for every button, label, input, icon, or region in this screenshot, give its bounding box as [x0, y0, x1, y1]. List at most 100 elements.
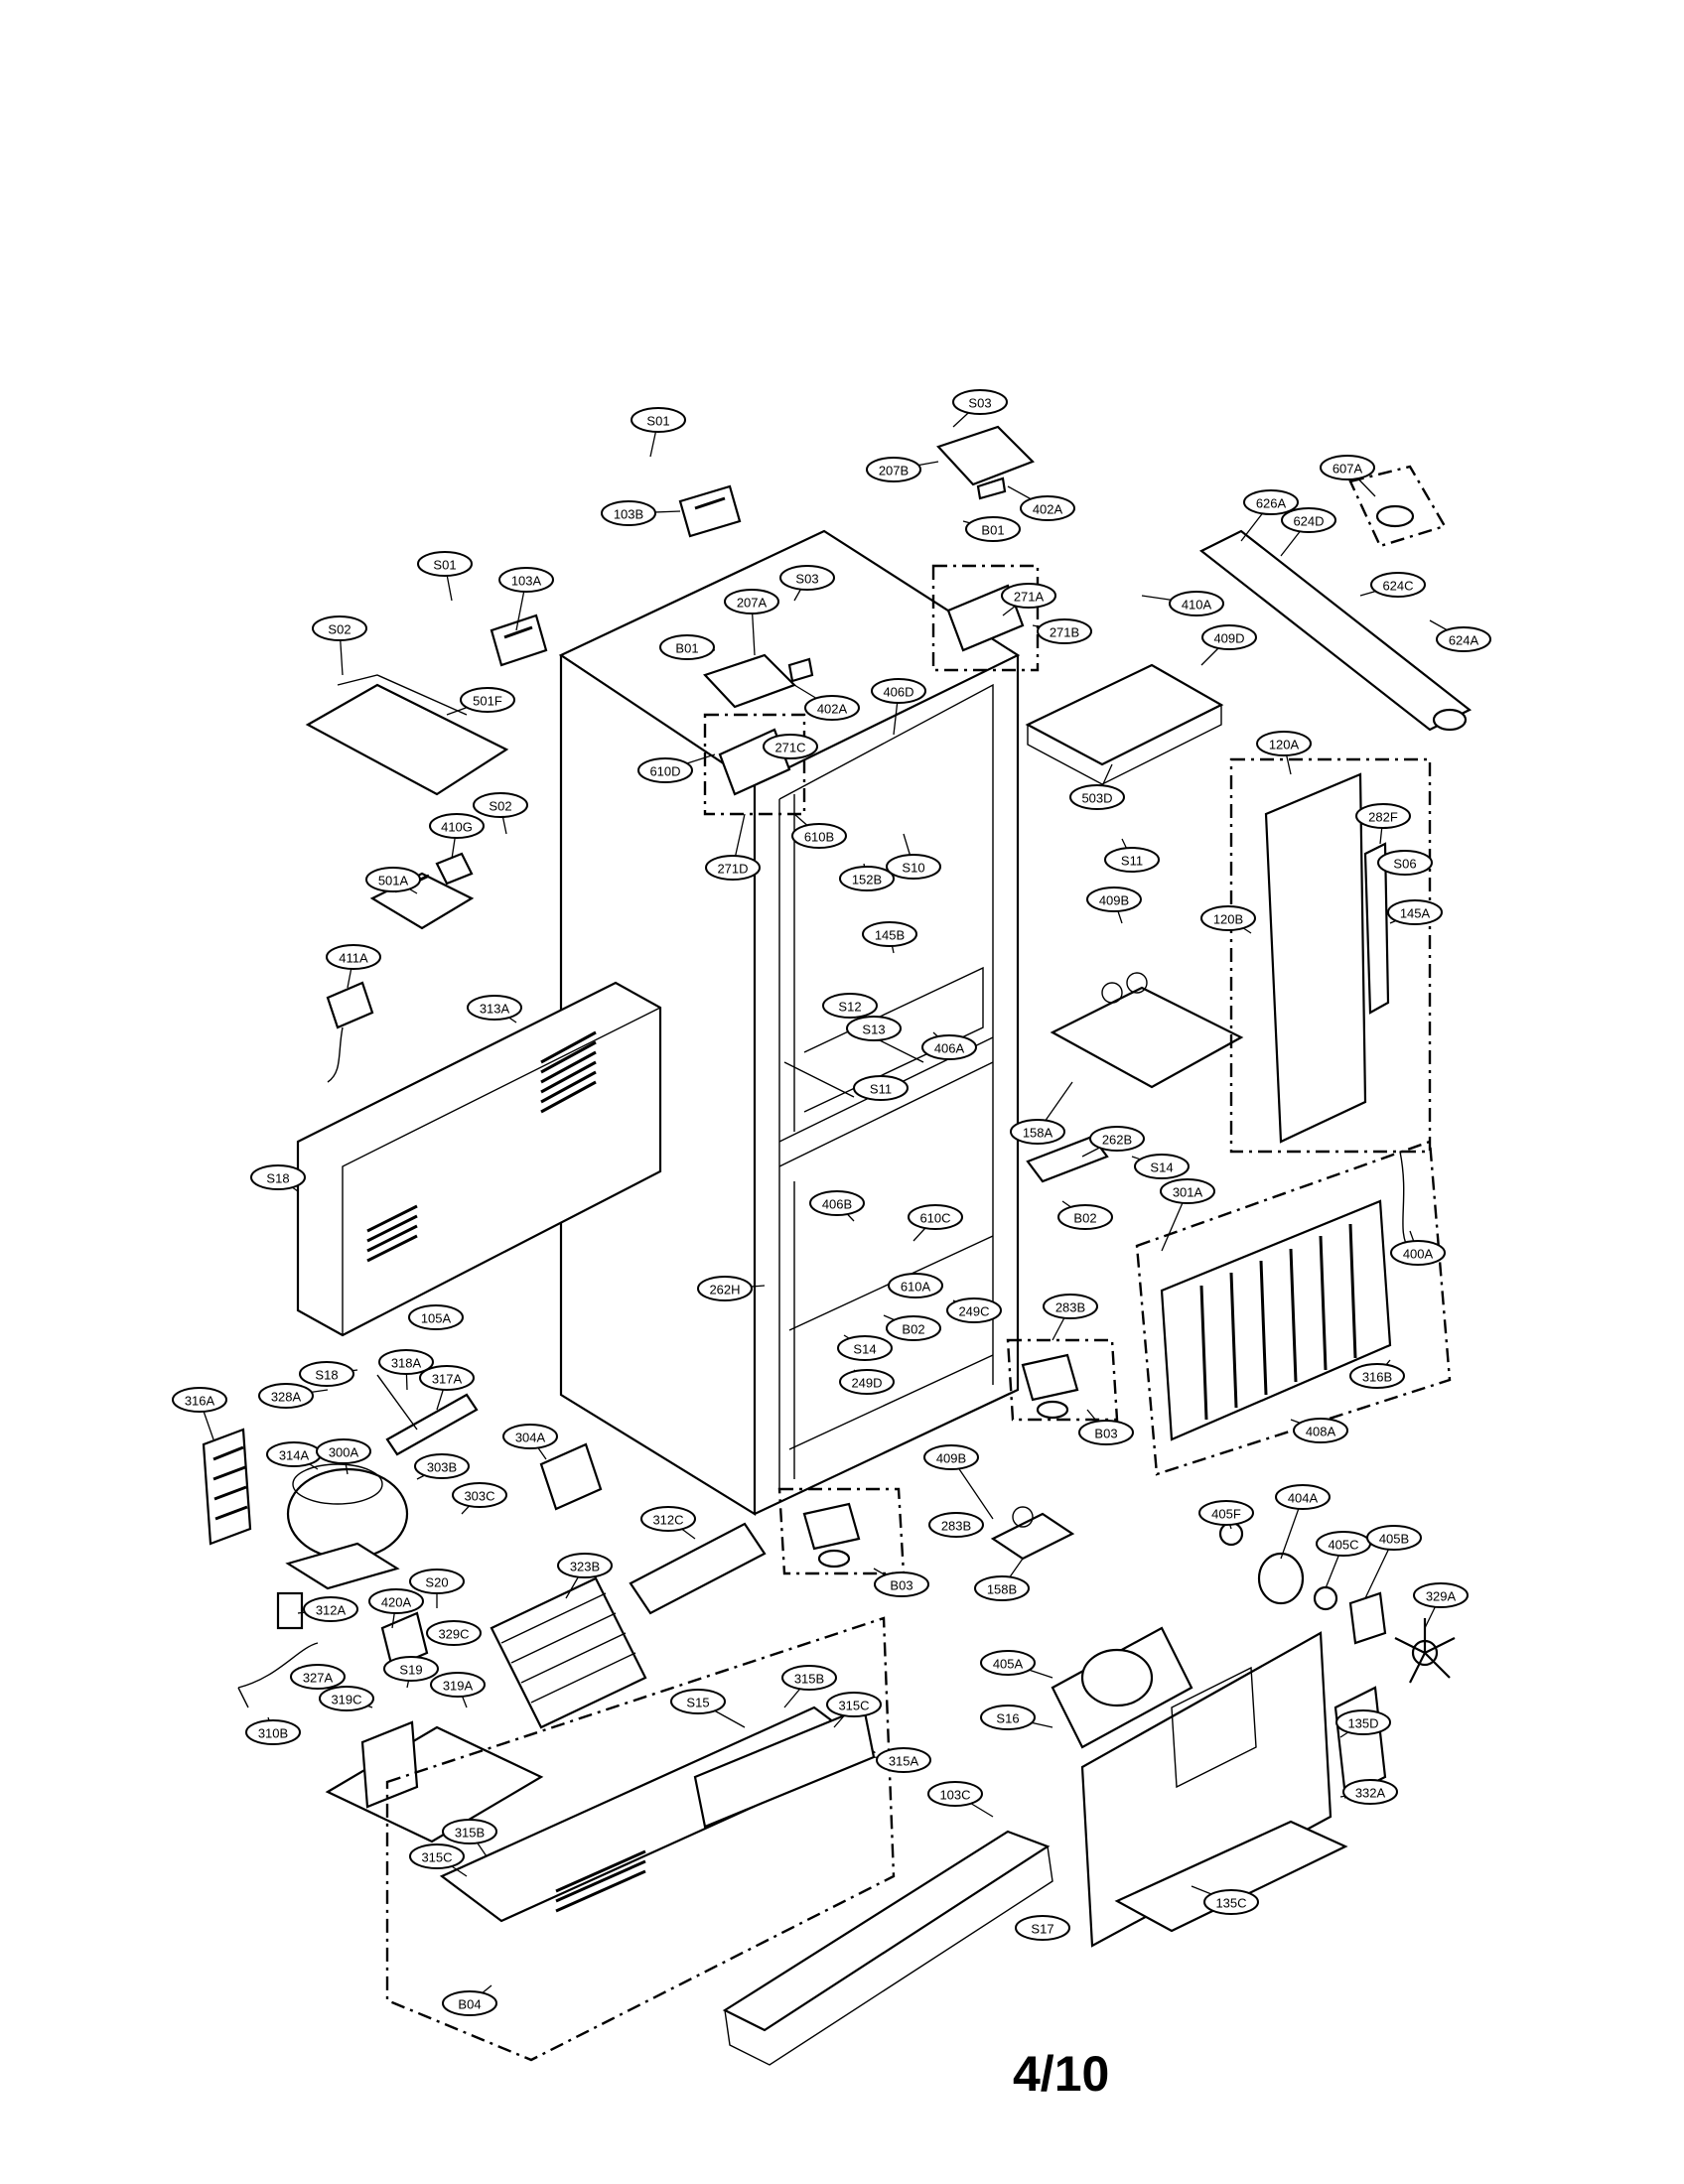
part-607a: [1348, 465, 1447, 548]
part-405f-405c-rings: [1218, 1521, 1338, 1611]
callout-label: S06: [1393, 857, 1416, 872]
callout-label: S02: [489, 799, 511, 814]
part-501f-cover: [305, 674, 509, 796]
callout-label: 400A: [1403, 1247, 1434, 1262]
callout-label: 501A: [378, 874, 409, 888]
callout-label: 318A: [391, 1356, 422, 1371]
callout-label: 120A: [1269, 738, 1300, 752]
callout-bubble: [874, 1571, 929, 1597]
callout-bubble: [1169, 591, 1224, 616]
callout-bubble: [250, 1164, 306, 1190]
callout-bubble: [383, 1656, 439, 1682]
callout-405f: 405F: [1198, 1500, 1254, 1530]
callout-bubble: [763, 734, 818, 759]
callout-bubble: [1020, 495, 1075, 521]
callout-s16: S16: [980, 1705, 1053, 1730]
part-409b-lamp: [990, 1506, 1075, 1561]
part-317a-dryer: [376, 1374, 479, 1456]
callout-label: S20: [425, 1575, 448, 1590]
callout-bubble: [299, 1361, 354, 1387]
callout-bubble: [1387, 899, 1443, 925]
callout-bubble: [826, 1692, 882, 1717]
callout-bubble: [316, 1438, 371, 1464]
callout-103c: 103C: [927, 1781, 994, 1818]
callout-layer: S01103BS03207B402AB01607A626A624D624C624…: [172, 389, 1491, 2016]
callout-bubble: [640, 1506, 696, 1532]
callout-300a: 300A: [316, 1438, 371, 1475]
callout-bubble: [1043, 1294, 1098, 1319]
callout-bubble: [442, 1990, 497, 2016]
callout-label: 607A: [1333, 462, 1363, 477]
callout-label: 624A: [1449, 633, 1479, 648]
callout-bubble: [557, 1553, 613, 1578]
callout-label: 409B: [936, 1451, 966, 1466]
callout-bubble: [928, 1512, 984, 1538]
callout-bubble: [1201, 624, 1257, 650]
callout-s03: S03: [779, 565, 835, 602]
callout-label: 303C: [464, 1489, 494, 1504]
part-135c-drain-cover: [1114, 1820, 1348, 1933]
callout-label: 405A: [993, 1657, 1024, 1672]
callout-label: 405B: [1379, 1532, 1409, 1547]
callout-label: S14: [853, 1342, 876, 1357]
callout-label: 262H: [709, 1283, 740, 1297]
callout-label: 315B: [455, 1826, 485, 1841]
callout-bubble: [1320, 455, 1375, 480]
part-420a-fan-motor: [380, 1611, 429, 1670]
callout-label: S19: [399, 1663, 422, 1678]
callout-label: 103A: [511, 574, 542, 589]
part-207b-hinge: [936, 425, 1035, 500]
callout-label: 282F: [1368, 810, 1398, 825]
callout-bubble: [368, 1588, 424, 1614]
callout-label: 406A: [934, 1041, 965, 1056]
callout-319c: 319C: [319, 1686, 374, 1711]
callout-label: 314A: [279, 1448, 310, 1463]
callout-label: 406B: [822, 1197, 852, 1212]
callout-249d: 249D: [839, 1369, 895, 1395]
callout-bubble: [705, 855, 761, 881]
callout-bubble: [631, 407, 686, 433]
callout-262h: 262H: [697, 1276, 766, 1301]
callout-409b: 409B: [1086, 887, 1142, 924]
callout-bubble: [408, 1304, 464, 1330]
part-316a-grille: [202, 1428, 252, 1546]
callout-label: 408A: [1306, 1425, 1336, 1439]
callout-105a: 105A: [408, 1304, 464, 1330]
callout-bubble: [1089, 1126, 1145, 1152]
callout-317a: 317A: [419, 1365, 475, 1411]
callout-bubble: [442, 1819, 497, 1844]
callout-bubble: [1355, 803, 1411, 829]
callout-bubble: [1243, 489, 1299, 515]
callout-bubble: [1342, 1779, 1398, 1805]
callout-label: 409D: [1213, 631, 1244, 646]
callout-bubble: [1001, 583, 1056, 609]
callout-bubble: [1010, 1119, 1065, 1145]
callout-label: 120B: [1213, 912, 1243, 927]
callout-b01: B01: [659, 634, 716, 660]
callout-626a: 626A: [1240, 489, 1299, 542]
callout-319a: 319A: [430, 1672, 486, 1708]
callout-624c: 624C: [1359, 572, 1426, 598]
callout-label: 610A: [901, 1280, 931, 1295]
callout-label: 145A: [1400, 906, 1431, 921]
callout-b01: B01: [962, 516, 1021, 542]
callout-bubble: [1134, 1154, 1190, 1179]
callout-label: 249D: [851, 1376, 882, 1391]
callout-283b: 283B: [1043, 1294, 1098, 1341]
callout-label: 152B: [852, 873, 882, 887]
callout-label: 303B: [427, 1460, 457, 1475]
callout-label: 103C: [939, 1788, 970, 1803]
callout-318a: 318A: [378, 1349, 434, 1391]
callout-405a: 405A: [980, 1650, 1053, 1679]
callout-label: 271B: [1050, 625, 1079, 640]
callout-315b: 315B: [442, 1819, 497, 1857]
callout-103a: 103A: [498, 567, 554, 631]
callout-bubble: [319, 1686, 374, 1711]
callout-label: B03: [890, 1578, 912, 1593]
callout-312a: 312A: [297, 1596, 358, 1622]
callout-bubble: [980, 1650, 1036, 1676]
callout-310b: 310B: [245, 1716, 301, 1745]
callout-label: 262B: [1102, 1133, 1132, 1148]
callout-label: 283B: [941, 1519, 971, 1534]
callout-bubble: [921, 1034, 977, 1060]
